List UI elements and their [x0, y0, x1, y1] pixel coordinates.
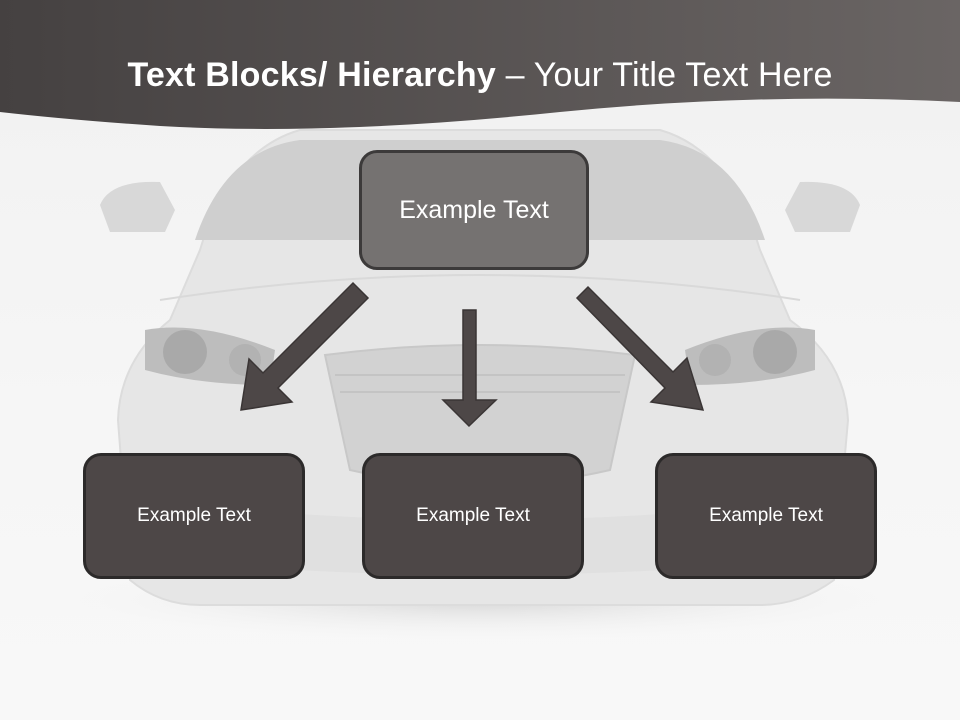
child-box-middle: Example Text	[362, 453, 584, 579]
child-box-right: Example Text	[655, 453, 877, 579]
arrow-to-middle-box	[441, 309, 498, 428]
child-box-middle-label: Example Text	[416, 505, 530, 526]
slide-title: Text Blocks/ Hierarchy – Your Title Text…	[0, 52, 960, 98]
child-box-right-label: Example Text	[709, 505, 823, 526]
arrow-to-right-box	[575, 285, 705, 411]
arrow-to-left-box	[240, 281, 370, 411]
top-level-box-label: Example Text	[399, 195, 549, 224]
top-level-box: Example Text	[359, 150, 589, 270]
title-banner	[0, 0, 960, 129]
child-box-left: Example Text	[83, 453, 305, 579]
child-box-left-label: Example Text	[137, 505, 251, 526]
title-light-text: – Your Title Text Here	[495, 56, 833, 94]
title-bold-text: Text Blocks/ Hierarchy	[127, 56, 496, 94]
